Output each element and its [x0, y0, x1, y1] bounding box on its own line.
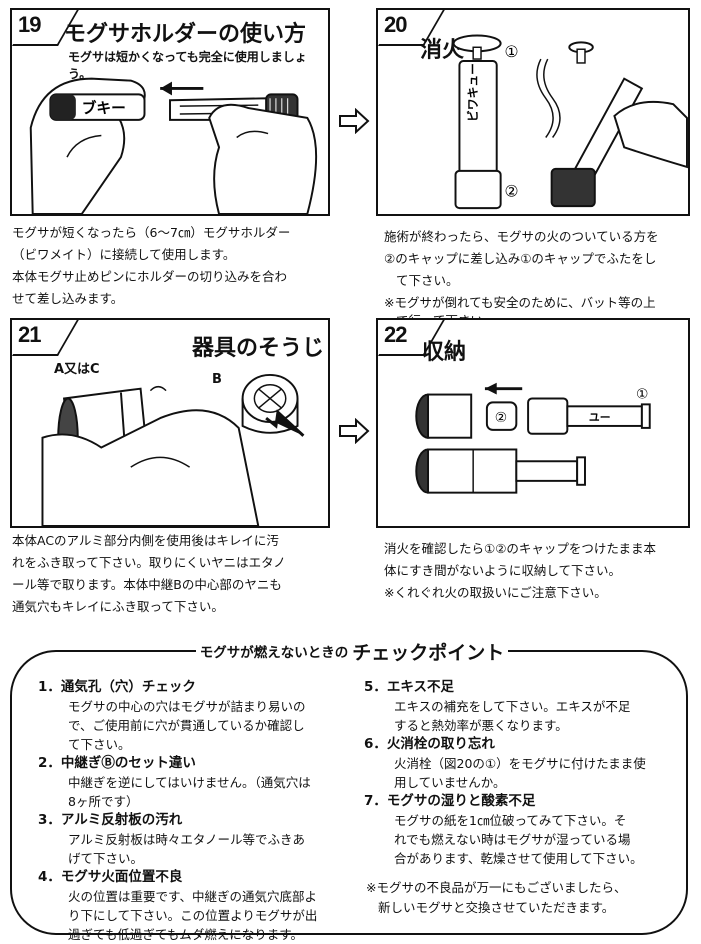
checkpoint-item-line: エキスの補充をして下さい。エキスが不足 [394, 699, 631, 714]
moxa-holder-illustration: ブキー [29, 77, 318, 214]
storage-illustration: ② ユー ① [415, 382, 651, 494]
cap-2-marker: ② [505, 181, 519, 200]
step-19-subtitle: モグサは短かくなっても完全に使用しましょう。 [68, 50, 307, 81]
step-20-panel: 20 消火 ① ビワキュー ② [376, 8, 690, 216]
step-20-caption-line: ※モグサが倒れても安全のために、バット等の上 [384, 295, 656, 310]
checkpoint-item-line: 8ヶ所です） [68, 794, 139, 809]
checkpoint-item-line: げて下さい。 [68, 851, 144, 866]
step-19-number: 19 [18, 12, 42, 37]
step-19-caption-line: モグサが短くなったら（6～7㎝）モグサホルダー [12, 225, 291, 240]
header-rule-left [142, 650, 196, 652]
checkpoint-item-title: 6．火消栓の取り忘れ [364, 736, 495, 752]
checkpoint-header: モグサが燃えないときの チェックポイント [142, 636, 563, 666]
step-21-caption-line: れをふき取って下さい。取りにくいヤニはエタノ [12, 555, 286, 570]
step-22-number: 22 [384, 322, 408, 347]
checkpoint-item-title: 7．モグサの湿りと酸素不足 [364, 793, 536, 809]
footnote-line: 新しいモグサと交換させていただきます。 [378, 900, 615, 915]
step-19-title: モグサホルダーの使い方 [64, 22, 307, 47]
step-21-title: 器具のそうじ [192, 336, 325, 361]
checkpoint-item-line: て下さい。 [68, 737, 131, 752]
checkpoint-item: 1．通気孔（穴）チェック モグサの中心の穴はモグサが詰まり易いの で、ご使用前に… [38, 678, 358, 754]
step-19-caption-line: せて差し込みます。 [12, 291, 124, 306]
step-19-panel: 19 モグサホルダーの使い方 モグサは短かくなっても完全に使用しましょう。 ブキ… [10, 8, 330, 216]
checkpoint-header-prefix: モグサが燃えないときの [199, 645, 349, 661]
cleaning-illustration [41, 373, 305, 526]
storage-stick-label: ユー [589, 411, 611, 424]
checkpoint-item-line: 中継ぎを逆にしてはいけません。（通気穴は [68, 775, 311, 790]
checkpoint-item-line: アルミ反射板は時々エタノール等でふきあ [68, 832, 306, 847]
step-22-title: 収納 [422, 340, 467, 365]
checkpoint-item-line: れでも燃えない時はモグサが湿っている場 [394, 832, 631, 847]
step-22-caption-line: 体にすき間がないように収納して下さい。 [384, 563, 622, 578]
checkpoint-item-line: 火の位置は重要です、中継ぎの通気穴底部よ [68, 889, 318, 904]
moxa-stick-label: ブキー [82, 99, 126, 117]
step-21-number: 21 [18, 322, 42, 347]
checkpoint-item-line: すると熱効率が悪くなります。 [394, 718, 568, 733]
step-19-caption-line: （ビワメイト）に接続して使用します。 [12, 247, 236, 262]
checkpoint-item-line: で、ご使用前に穴が貫通しているか確認し [68, 718, 305, 733]
step-20-number: 20 [384, 12, 408, 37]
checkpoint-item: 4．モグサ火面位置不良 火の位置は重要です、中継ぎの通気穴底部よ り下にして下さ… [38, 868, 358, 944]
checkpoint-item-line: り下にして下さい。この位置よりモグサが出 [68, 908, 318, 923]
checkpoint-item: 6．火消栓の取り忘れ 火消栓（図20の①）をモグサに付けたまま使 用していません… [364, 735, 680, 792]
step-20-caption-line: 施術が終わったら、モグサの火のついている方を [384, 229, 659, 244]
checkpoint-footnote: ※モグサの不良品が万一にもございましたら、 新しいモグサと交換させていただきます… [366, 878, 682, 918]
step-21-caption: 本体ACのアルミ部分内側を使用後はキレイに汚 れをふき取って下さい。取りにくいヤ… [12, 530, 342, 618]
checkpoint-header-title: チェックポイント [352, 641, 505, 664]
next-step-arrow-icon [339, 418, 370, 444]
storage-marker-1: ① [636, 386, 648, 402]
step-20-caption: 施術が終わったら、モグサの火のついている方を ②のキャップに差し込み①のキャップ… [384, 226, 694, 332]
checkpoint-item-title: 3．アルミ反射板の汚れ [38, 812, 183, 828]
checkpoint-item-line: 火消栓（図20の①）をモグサに付けたまま使 [394, 756, 646, 771]
step-22-caption-line: ※くれぐれ火の取扱いにご注意下さい。 [384, 585, 607, 600]
checkpoint-left-column: 1．通気孔（穴）チェック モグサの中心の穴はモグサが詰まり易いの で、ご使用前に… [38, 678, 358, 944]
label-b: B [212, 372, 222, 387]
step-21-caption-line: ール等で取ります。本体中継Bの中心部のヤニも [12, 577, 282, 592]
step-19-caption: モグサが短くなったら（6～7㎝）モグサホルダー （ビワメイト）に接続して使用しま… [12, 222, 332, 310]
step-20-caption-line: て下さい。 [396, 273, 459, 288]
step-21-panel: 21 器具のそうじ A又はC B [10, 318, 330, 528]
step-19-caption-line: 本体モグサ止めピンにホルダーの切り込みを合わ [12, 269, 288, 284]
extinguish-illustration: ① ビワキュー ② [452, 34, 688, 210]
step-21-caption-line: 通気穴もキレイにふき取って下さい。 [12, 599, 224, 614]
checkpoint-item: 3．アルミ反射板の汚れ アルミ反射板は時々エタノール等でふきあ げて下さい。 [38, 811, 358, 868]
checkpoint-item: 5．エキス不足 エキスの補充をして下さい。エキスが不足 すると熱効率が悪くなりま… [364, 678, 680, 735]
checkpoint-item-title: 5．エキス不足 [364, 679, 454, 695]
checkpoint-item-title: 2．中継ぎⒷのセット違い [38, 755, 196, 771]
cap-1-marker: ① [505, 42, 519, 61]
checkpoint-item-title: 4．モグサ火面位置不良 [38, 869, 183, 885]
next-step-arrow-icon [339, 108, 370, 134]
checkpoint-item-line: 用していませんか。 [394, 775, 506, 790]
footnote-line: ※モグサの不良品が万一にもございましたら、 [366, 880, 627, 895]
step-22-caption-line: 消火を確認したら①②のキャップをつけたまま本 [384, 541, 657, 556]
checkpoint-item-line: モグサの紙を1㎝位破ってみて下さい。そ [394, 813, 627, 828]
step-22-caption: 消火を確認したら①②のキャップをつけたまま本 体にすき間がないように収納して下さ… [384, 538, 694, 604]
label-a-or-c: A又はC [54, 362, 100, 377]
storage-marker-2: ② [495, 410, 507, 426]
header-rule-right [508, 650, 563, 652]
step-22-panel: 22 収納 ② ユー ① [376, 318, 690, 528]
checkpoint-item-line: 過ぎても低過ぎてもムダ燃えになります。 [68, 927, 304, 942]
step-20-caption-line: ②のキャップに差し込み①のキャップでふたをし [384, 251, 657, 266]
checkpoint-item-title: 1．通気孔（穴）チェック [38, 679, 196, 695]
step-21-caption-line: 本体ACのアルミ部分内側を使用後はキレイに汚 [12, 533, 279, 548]
checkpoint-right-column: 5．エキス不足 エキスの補充をして下さい。エキスが不足 すると熱効率が悪くなりま… [364, 678, 680, 868]
checkpoint-item-line: 合があります、乾燥させて使用して下さい。 [394, 851, 643, 866]
checkpoint-item: 7．モグサの湿りと酸素不足 モグサの紙を1㎝位破ってみて下さい。そ れでも燃えな… [364, 792, 680, 868]
checkpoint-item-line: モグサの中心の穴はモグサが詰まり易いの [68, 699, 306, 714]
checkpoint-item: 2．中継ぎⒷのセット違い 中継ぎを逆にしてはいけません。（通気穴は 8ヶ所です） [38, 754, 358, 811]
stick-label: ビワキュー [466, 63, 480, 122]
